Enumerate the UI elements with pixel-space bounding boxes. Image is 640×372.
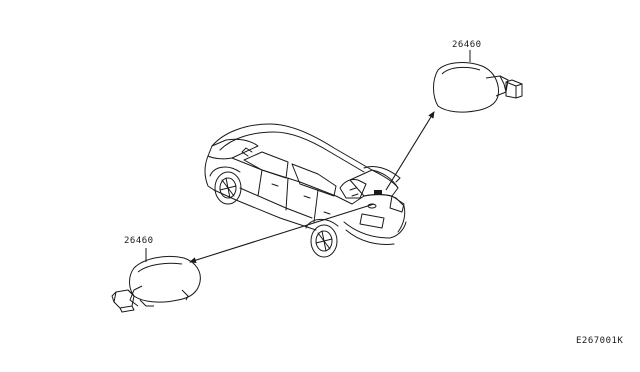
fuel-filler-lid-lower bbox=[111, 248, 201, 313]
part-number-label: 26460 bbox=[452, 40, 482, 50]
callout-arrows bbox=[189, 111, 435, 264]
diagram-code: E267001K bbox=[576, 336, 624, 346]
arrow-to-upper-lid bbox=[385, 111, 435, 191]
fuel-filler-lid-upper bbox=[433, 50, 523, 113]
part-number-label: 26460 bbox=[124, 236, 154, 246]
arrow-to-lower-lid bbox=[189, 203, 375, 264]
vehicle-illustration bbox=[204, 123, 407, 258]
